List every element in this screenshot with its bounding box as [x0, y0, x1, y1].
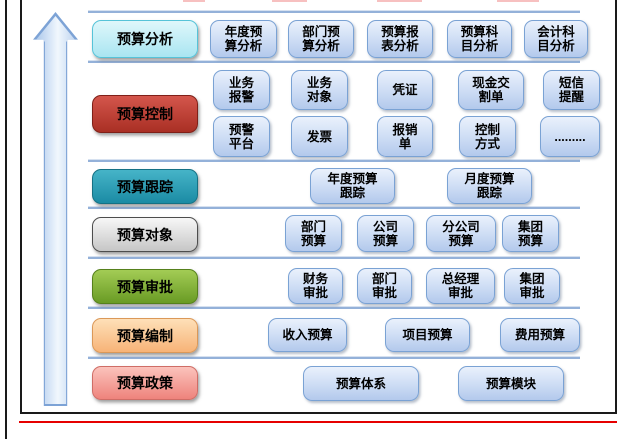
item-box: 业务 报警 [213, 70, 270, 110]
item-box: 控制 方式 [459, 116, 516, 157]
row-divider [88, 257, 580, 259]
item-box: 财务 审批 [288, 268, 343, 304]
item-box: 业务 对象 [291, 70, 348, 110]
cropped-top-line [497, 0, 539, 2]
page-left-border [5, 0, 7, 439]
row-label-budget-tracking: 预算跟踪 [92, 169, 198, 204]
row-label-budget-policy: 预算政策 [92, 366, 198, 400]
item-box: 发票 [291, 116, 348, 157]
item-box: 短信 提醒 [543, 70, 600, 110]
item-box: 年度预算 跟踪 [310, 168, 395, 204]
row-label-budget-control: 预算控制 [92, 95, 198, 133]
item-box: 凭证 [377, 70, 433, 110]
item-box: 收入预算 [268, 318, 347, 352]
item-box: 年度预 算分析 [210, 20, 277, 58]
row-label-budget-compilation: 预算编制 [92, 318, 198, 353]
bottom-red-underline [19, 421, 617, 423]
row-divider [88, 207, 580, 209]
item-box: 项目预算 [385, 318, 470, 352]
diagram-frame [20, 0, 617, 414]
item-box: 分公司 预算 [426, 215, 496, 252]
row-divider [88, 357, 580, 359]
item-box: 部门 预算 [285, 215, 342, 252]
item-box: 预算报 表分析 [367, 20, 433, 58]
cropped-top-line [272, 0, 307, 2]
cropped-top-line [183, 0, 205, 2]
row-divider [88, 61, 580, 63]
row-divider [88, 160, 580, 162]
row-label-budget-object: 预算对象 [92, 217, 198, 252]
item-box: 会计科 目分析 [524, 20, 588, 58]
item-box: 部门 审批 [357, 268, 412, 304]
item-box: 总经理 审批 [426, 268, 495, 304]
item-box: 报销 单 [377, 116, 433, 157]
item-box: 预算科 目分析 [447, 20, 512, 58]
item-box: 月度预算 跟踪 [447, 168, 532, 204]
item-box: 部门预 算分析 [288, 20, 354, 58]
item-box: 集团 预算 [502, 215, 559, 252]
item-box: 公司 预算 [357, 215, 414, 252]
item-box: 集团 审批 [504, 268, 560, 304]
row-label-budget-approval: 预算审批 [92, 269, 198, 304]
row-label-budget-analysis: 预算分析 [92, 20, 198, 58]
item-box: 现金交 割单 [458, 70, 524, 110]
cropped-top-line [377, 0, 422, 2]
item-box: 预警 平台 [213, 116, 270, 157]
item-box: 费用预算 [500, 318, 580, 352]
row-divider [88, 11, 580, 13]
item-box: 预算模块 [458, 366, 564, 401]
item-box: 预算体系 [303, 366, 419, 401]
item-box: ......... [540, 116, 600, 157]
row-divider [88, 307, 580, 309]
